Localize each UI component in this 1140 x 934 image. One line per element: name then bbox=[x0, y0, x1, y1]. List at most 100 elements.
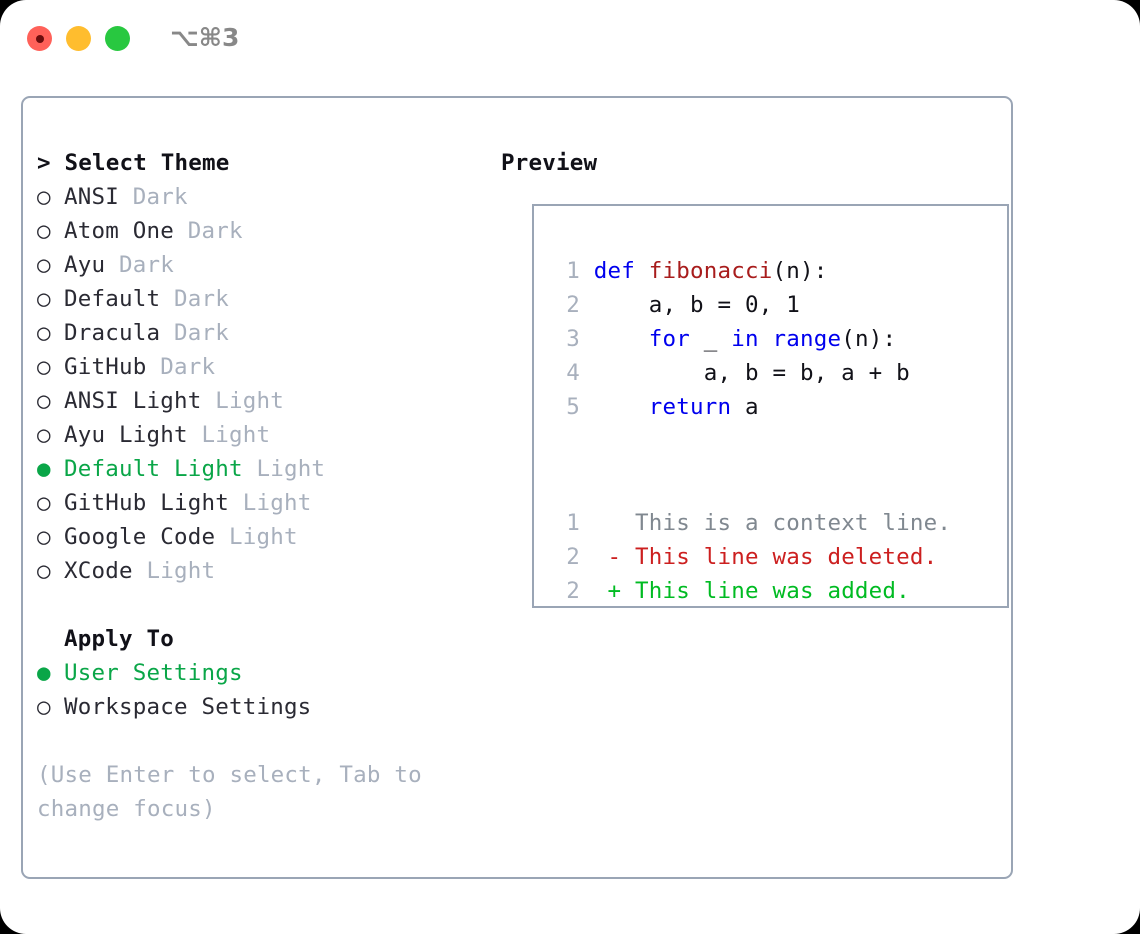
apply-to-option-label: Workspace Settings bbox=[64, 694, 312, 720]
radio-unselected-icon: ○ bbox=[37, 422, 51, 448]
theme-option-xcode[interactable]: ○ XCode Light bbox=[37, 554, 497, 588]
code-token: return bbox=[648, 394, 732, 420]
radio-unselected-icon: ○ bbox=[37, 694, 51, 720]
apply-to-option-workspace-settings[interactable]: ○ Workspace Settings bbox=[37, 690, 497, 724]
code-token: a, b = b, a + b bbox=[593, 360, 910, 386]
theme-option-tag: Dark bbox=[173, 218, 243, 244]
theme-option-ayu[interactable]: ○Ayu Dark bbox=[37, 248, 497, 282]
theme-option-label: Google Code bbox=[64, 524, 216, 550]
section-spacer bbox=[37, 588, 497, 622]
code-line: 3 for _ in range(n): bbox=[552, 322, 910, 356]
theme-option-label: Atom One bbox=[64, 218, 174, 244]
traffic-light-group bbox=[27, 26, 130, 51]
theme-option-tag: Dark bbox=[119, 184, 188, 210]
theme-option-tag: Light bbox=[201, 388, 284, 414]
code-line: 2 a, b = 0, 1 bbox=[552, 288, 910, 322]
code-token: for bbox=[648, 326, 690, 352]
radio-unselected-icon: ○ bbox=[37, 490, 51, 516]
theme-option-tag: Dark bbox=[160, 286, 229, 312]
apply-to-heading: Apply To bbox=[64, 626, 174, 652]
theme-option-tag: Dark bbox=[160, 320, 229, 346]
diff-text: This line was added. bbox=[621, 578, 910, 604]
diff-line-number: 2 bbox=[566, 578, 580, 604]
diff-sample: 1 This is a context line.2 - This line w… bbox=[552, 506, 951, 608]
apply-to-option-user-settings[interactable]: ● User Settings bbox=[37, 656, 497, 690]
code-token: _ bbox=[690, 326, 732, 352]
theme-option-label: ANSI Light bbox=[64, 388, 202, 414]
theme-option-ayu-light[interactable]: ○ Ayu Light Light bbox=[37, 418, 497, 452]
preview-column: Preview 1 def fibonacci(n):2 a, b = 0, 1… bbox=[501, 146, 1009, 608]
theme-list: ○ANSI Dark○Atom One Dark○Ayu Dark○Defaul… bbox=[37, 180, 497, 588]
code-token: fibonacci bbox=[648, 258, 773, 284]
theme-option-label: ANSI bbox=[64, 184, 119, 210]
diff-marker: + bbox=[580, 578, 622, 604]
theme-option-google-code[interactable]: ○Google Code Light bbox=[37, 520, 497, 554]
code-line: 1 def fibonacci(n): bbox=[552, 254, 910, 288]
code-line-number: 3 bbox=[566, 326, 580, 352]
theme-option-label: GitHub Light bbox=[64, 490, 229, 516]
code-gutter-space bbox=[580, 292, 594, 318]
theme-option-atom-one[interactable]: ○Atom One Dark bbox=[37, 214, 497, 248]
theme-option-tag: Dark bbox=[146, 354, 216, 380]
apply-to-list: ● User Settings ○ Workspace Settings bbox=[37, 656, 497, 724]
radio-unselected-icon: ○ bbox=[37, 388, 51, 414]
code-gutter-space bbox=[580, 326, 594, 352]
code-token: range bbox=[772, 326, 842, 352]
diff-marker bbox=[580, 510, 621, 536]
code-line: 5 return a bbox=[552, 390, 910, 424]
code-gutter-space bbox=[580, 258, 594, 284]
theme-option-label: Ayu Light bbox=[64, 422, 188, 448]
theme-option-ansi-light[interactable]: ○ ANSI Light Light bbox=[37, 384, 497, 418]
minimize-window-button[interactable] bbox=[66, 26, 91, 51]
theme-option-tag: Light bbox=[187, 422, 271, 448]
theme-option-default[interactable]: ○Default Dark bbox=[37, 282, 497, 316]
maximize-window-button[interactable] bbox=[105, 26, 130, 51]
theme-option-tag: Light bbox=[228, 490, 312, 516]
theme-option-github[interactable]: ○GitHub Dark bbox=[37, 350, 497, 384]
theme-option-label: Dracula bbox=[64, 320, 161, 346]
code-line-number: 5 bbox=[566, 394, 580, 420]
code-gutter-space bbox=[580, 360, 594, 386]
select-theme-heading: > Select Theme bbox=[37, 150, 230, 176]
code-line-number: 2 bbox=[566, 292, 580, 318]
radio-unselected-icon: ○ bbox=[37, 524, 51, 550]
diff-marker: - bbox=[580, 544, 622, 570]
title-bar: ⌥⌘3 bbox=[0, 0, 1140, 78]
diff-text: This is a context line. bbox=[621, 510, 952, 536]
code-token: a bbox=[731, 394, 759, 420]
theme-option-ansi[interactable]: ○ANSI Dark bbox=[37, 180, 497, 214]
code-token bbox=[759, 326, 773, 352]
diff-line-number: 2 bbox=[566, 544, 580, 570]
code-line: 4 a, b = b, a + b bbox=[552, 356, 910, 390]
preview-heading: Preview bbox=[501, 150, 598, 176]
close-window-button[interactable] bbox=[27, 26, 52, 51]
theme-option-tag: Light bbox=[132, 558, 216, 584]
radio-unselected-icon: ○ bbox=[37, 252, 51, 278]
theme-option-label: XCode bbox=[64, 558, 133, 584]
radio-selected-icon: ● bbox=[37, 660, 51, 686]
code-token bbox=[594, 326, 649, 352]
code-token: def bbox=[593, 258, 649, 284]
theme-option-github-light[interactable]: ○ GitHub Light Light bbox=[37, 486, 497, 520]
radio-unselected-icon: ○ bbox=[37, 320, 51, 346]
theme-option-dracula[interactable]: ○ Dracula Dark bbox=[37, 316, 497, 350]
code-token: a, b = 0, 1 bbox=[593, 292, 800, 318]
theme-option-label: GitHub bbox=[64, 354, 147, 380]
apply-to-option-label: User Settings bbox=[64, 660, 243, 686]
main-panel: > Select Theme ○ANSI Dark○Atom One Dark○… bbox=[21, 96, 1013, 879]
diff-text: This line was deleted. bbox=[621, 544, 938, 570]
theme-option-label: Default Light bbox=[64, 456, 243, 482]
code-token: (n): bbox=[772, 258, 828, 284]
theme-picker-column: > Select Theme ○ANSI Dark○Atom One Dark○… bbox=[37, 146, 497, 826]
diff-line: 1 This is a context line. bbox=[552, 506, 951, 540]
code-gutter-space bbox=[580, 394, 594, 420]
radio-unselected-icon: ○ bbox=[37, 558, 51, 584]
diff-line: 2 - This line was deleted. bbox=[552, 540, 951, 574]
code-token: (n): bbox=[841, 326, 897, 352]
code-line-number: 1 bbox=[566, 258, 580, 284]
theme-option-default-light[interactable]: ●Default Light Light bbox=[37, 452, 497, 486]
code-token: in bbox=[731, 326, 759, 352]
